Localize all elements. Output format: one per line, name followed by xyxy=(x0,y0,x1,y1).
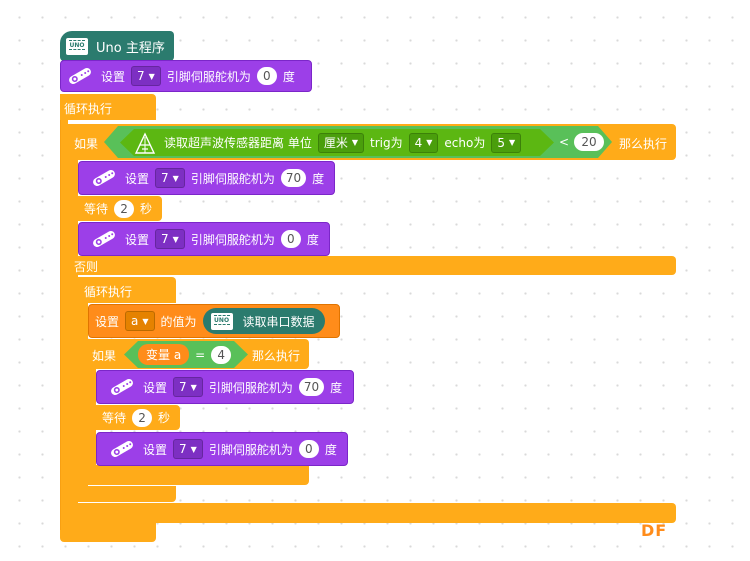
servo-icon xyxy=(107,376,137,398)
servo-unit-label: 度 xyxy=(282,69,295,84)
else-label: 否则 xyxy=(74,260,99,274)
sensor-reporter[interactable]: 读取超声波传感器距离 单位 厘米▼ trig为 4▼ echo为 5▼ xyxy=(120,129,554,156)
servo-unit-label: 度 xyxy=(324,442,337,457)
if-outer-arm xyxy=(68,124,78,524)
angle-input[interactable]: 70 xyxy=(280,169,307,187)
inner-if-label: 如果 xyxy=(92,349,117,363)
if-outer-bottom xyxy=(68,503,676,523)
hat-label: Uno 主程序 xyxy=(96,40,165,56)
pin-dropdown[interactable]: 7▼ xyxy=(155,168,185,188)
servo-set-label: 设置 xyxy=(101,69,126,84)
read-serial-reporter[interactable]: UNO 读取串口数据 xyxy=(202,308,325,334)
servo-set-label: 设置 xyxy=(143,380,168,395)
set-var-mid-label: 的值为 xyxy=(160,314,197,329)
pin-dropdown[interactable]: 7▼ xyxy=(131,66,161,86)
variable-dropdown[interactable]: a▼ xyxy=(125,311,155,331)
wait-block-inner[interactable]: 等待 2 秒 xyxy=(96,405,180,430)
if-inner-bottom xyxy=(88,465,309,485)
wait-seconds-input[interactable]: 2 xyxy=(132,408,153,427)
pin-dropdown[interactable]: 7▼ xyxy=(173,377,203,397)
hat-block-uno-main[interactable]: UNO Uno 主程序 xyxy=(60,31,174,61)
read-serial-label: 读取串口数据 xyxy=(242,314,315,329)
echo-label: echo为 xyxy=(444,136,486,150)
unit-dropdown[interactable]: 厘米▼ xyxy=(318,133,364,153)
servo-set-label: 设置 xyxy=(125,232,150,247)
wait-unit-label: 秒 xyxy=(158,411,171,425)
servo-block-init[interactable]: 设置 7▼ 引脚伺服舵机为 0 度 xyxy=(60,60,312,92)
wait-unit-label: 秒 xyxy=(140,202,153,216)
loop-outer-bottom xyxy=(60,520,156,542)
servo-block-0-inner[interactable]: 设置 7▼ 引脚伺服舵机为 0 度 xyxy=(96,432,348,466)
pin-dropdown[interactable]: 7▼ xyxy=(155,229,185,249)
equals-operator: = xyxy=(195,347,206,362)
inner-then-label: 那么执行 xyxy=(252,349,301,363)
equals-block[interactable]: 变量 a = 4 xyxy=(124,341,248,368)
servo-block-70-inner[interactable]: 设置 7▼ 引脚伺服舵机为 70 度 xyxy=(96,370,354,404)
else-bar[interactable] xyxy=(68,256,676,275)
loop-outer-edge xyxy=(60,120,61,530)
pin-dropdown[interactable]: 7▼ xyxy=(173,439,203,459)
servo-set-label: 设置 xyxy=(143,442,168,457)
servo-icon xyxy=(89,228,119,250)
servo-icon xyxy=(65,65,95,87)
if-inner-arm xyxy=(88,340,96,485)
servo-mid-label: 引脚伺服舵机为 xyxy=(190,171,275,186)
less-than-operator: < xyxy=(559,135,570,149)
wait-block[interactable]: 等待 2 秒 xyxy=(78,196,162,221)
servo-mid-label: 引脚伺服舵机为 xyxy=(208,442,293,457)
servo-set-label: 设置 xyxy=(125,171,150,186)
ultrasonic-icon xyxy=(132,131,158,155)
angle-input[interactable]: 70 xyxy=(298,378,325,396)
wait-seconds-input[interactable]: 2 xyxy=(114,199,135,218)
uno-board-icon: UNO xyxy=(210,312,233,330)
wait-label: 等待 xyxy=(84,202,109,216)
servo-unit-label: 度 xyxy=(330,380,343,395)
angle-input[interactable]: 0 xyxy=(298,440,319,458)
servo-block-0[interactable]: 设置 7▼ 引脚伺服舵机为 0 度 xyxy=(78,222,330,256)
loop-inner-arm xyxy=(78,277,88,502)
loop-inner-bottom xyxy=(78,486,176,502)
sensor-label: 读取超声波传感器距离 单位 xyxy=(164,136,312,150)
servo-block-70[interactable]: 设置 7▼ 引脚伺服舵机为 70 度 xyxy=(78,161,335,195)
set-var-label: 设置 xyxy=(95,314,120,329)
trig-dropdown[interactable]: 4▼ xyxy=(409,133,439,153)
echo-dropdown[interactable]: 5▼ xyxy=(491,133,521,153)
loop-label: 循环执行 xyxy=(64,102,113,116)
loop-inner-top[interactable] xyxy=(78,277,176,303)
set-variable-block[interactable]: 设置 a▼ 的值为 UNO 读取串口数据 xyxy=(88,304,340,338)
uno-board-icon: UNO xyxy=(66,37,88,55)
servo-mid-label: 引脚伺服舵机为 xyxy=(166,69,251,84)
inner-loop-label: 循环执行 xyxy=(84,285,133,299)
servo-mid-label: 引脚伺服舵机为 xyxy=(190,232,275,247)
then-label: 那么执行 xyxy=(619,137,668,151)
loop-outer-top[interactable] xyxy=(60,94,156,120)
wait-label: 等待 xyxy=(102,411,127,425)
servo-icon xyxy=(89,167,119,189)
angle-input[interactable]: 0 xyxy=(256,67,277,85)
loop-outer-arm xyxy=(60,94,68,538)
angle-input[interactable]: 0 xyxy=(280,230,301,248)
servo-icon xyxy=(107,438,137,460)
trig-label: trig为 xyxy=(370,136,403,150)
watermark-logo: DF xyxy=(641,521,668,540)
compare-value-input[interactable]: 20 xyxy=(574,133,604,151)
servo-mid-label: 引脚伺服舵机为 xyxy=(208,380,293,395)
if-label: 如果 xyxy=(74,137,99,151)
variable-reporter[interactable]: 变量 a xyxy=(138,344,189,365)
equals-value-input[interactable]: 4 xyxy=(211,346,231,364)
servo-unit-label: 度 xyxy=(312,171,325,186)
servo-unit-label: 度 xyxy=(306,232,319,247)
